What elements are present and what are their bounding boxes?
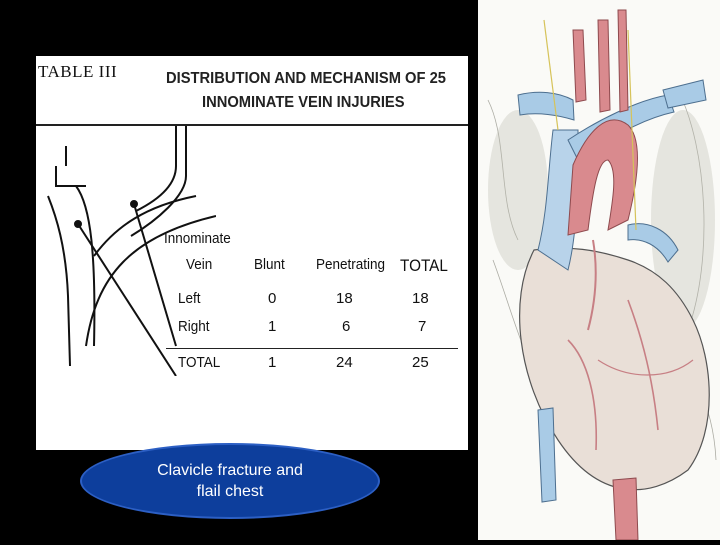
pointer-line-left — [77, 223, 177, 376]
header-penetrating: Penetrating — [316, 256, 386, 273]
totals-penetrating: 24 — [336, 354, 353, 371]
caption-text: Clavicle fracture and flail chest — [130, 460, 330, 502]
header-vein-line-2: Vein — [186, 256, 213, 273]
subclavian-artery — [617, 9, 629, 113]
row-left-total: 18 — [412, 290, 429, 307]
caption-line-1: Clavicle fracture and — [157, 462, 303, 479]
vein-diagram-left-branch — [55, 166, 86, 187]
descending-aorta — [612, 477, 639, 541]
left-carotid-artery — [597, 19, 611, 113]
row-left-blunt: 0 — [268, 290, 277, 307]
table-title-line-1: DISTRIBUTION AND MECHANISM OF 25 — [166, 70, 446, 87]
caption-oval: Clavicle fracture and flail chest — [80, 443, 380, 519]
header-vein-line-1: Innominate — [164, 230, 231, 247]
totals-blunt: 1 — [268, 354, 277, 371]
table-label: TABLE III — [38, 62, 118, 81]
row-right-total: 7 — [418, 318, 427, 335]
row-right-penetrating: 6 — [342, 318, 351, 335]
aortic-arch — [567, 119, 638, 236]
heart-drawing — [487, 9, 717, 541]
innominate-artery — [572, 29, 587, 103]
row-right-label: Right — [178, 318, 210, 335]
vein-diagram-left-wall — [47, 195, 71, 367]
right-innominate-vein — [517, 91, 575, 121]
caption-line-2: flail chest — [196, 483, 264, 500]
row-left-penetrating: 18 — [336, 290, 353, 307]
vein-diagram — [47, 126, 216, 376]
totals-total: 25 — [412, 354, 429, 371]
totals-label: TOTAL — [178, 354, 221, 371]
vein-diagram-right-branch — [135, 126, 177, 212]
inferior-vena-cava — [537, 407, 557, 503]
row-left-label: Left — [178, 290, 201, 307]
totals-rule — [166, 348, 458, 349]
header-blunt: Blunt — [254, 256, 285, 273]
table-title-line-2: INNOMINATE VEIN INJURIES — [202, 94, 405, 111]
header-total: TOTAL — [400, 256, 448, 275]
heart-anatomy-illustration — [478, 0, 720, 541]
title-rule — [36, 124, 468, 126]
pulmonary-vein — [627, 223, 679, 263]
table-figure: TABLE III DISTRIBUTION AND MECHANISM OF … — [36, 56, 468, 450]
pointer-line-right — [133, 203, 177, 347]
row-right-blunt: 1 — [268, 318, 277, 335]
